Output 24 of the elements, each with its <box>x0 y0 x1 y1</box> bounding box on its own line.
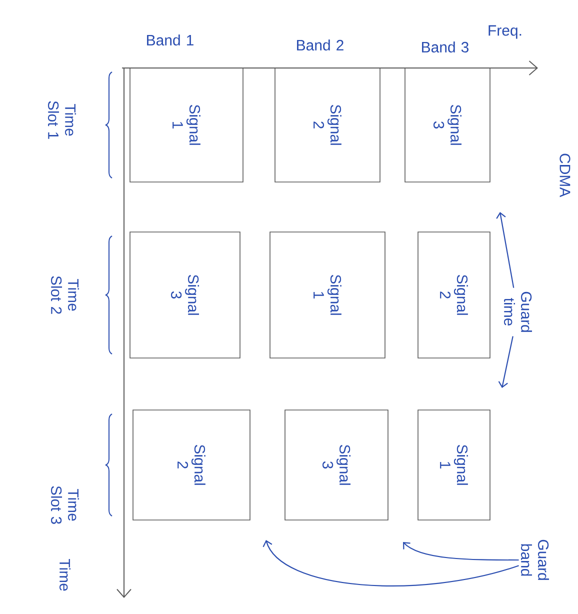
guard-label: Guard time <box>504 292 532 332</box>
signal-box: Signal 3 <box>404 68 490 182</box>
axis-label: Time Slot 3 <box>51 486 79 524</box>
signal-box: Signal 1 <box>130 68 244 182</box>
axis-label: Band 3 <box>422 42 468 52</box>
leader-arrow <box>498 336 514 388</box>
axis-label: CDMA <box>560 154 570 198</box>
leader-arrow <box>403 542 519 561</box>
signal-box: Signal 3 <box>284 410 388 520</box>
signal-box: Signal 1 <box>418 410 490 520</box>
axis-label: Freq. <box>488 25 522 39</box>
leader-arrow <box>262 540 519 586</box>
signal-box: Signal 3 <box>130 232 240 358</box>
signal-box: Signal 2 <box>418 232 490 358</box>
axis-label: Band 1 <box>147 34 194 46</box>
signal-box: Signal 2 <box>132 410 250 520</box>
axis-label: Band 2 <box>297 40 344 50</box>
signal-box: Signal 2 <box>274 68 380 182</box>
signal-box: Signal 1 <box>270 232 386 358</box>
axis-label: Time Slot 2 <box>51 276 79 314</box>
axis-label: Time <box>60 558 70 591</box>
axis-label: Time Slot 1 <box>48 101 76 139</box>
guard-label: Guard band <box>521 540 549 580</box>
leader-arrow <box>496 212 514 288</box>
